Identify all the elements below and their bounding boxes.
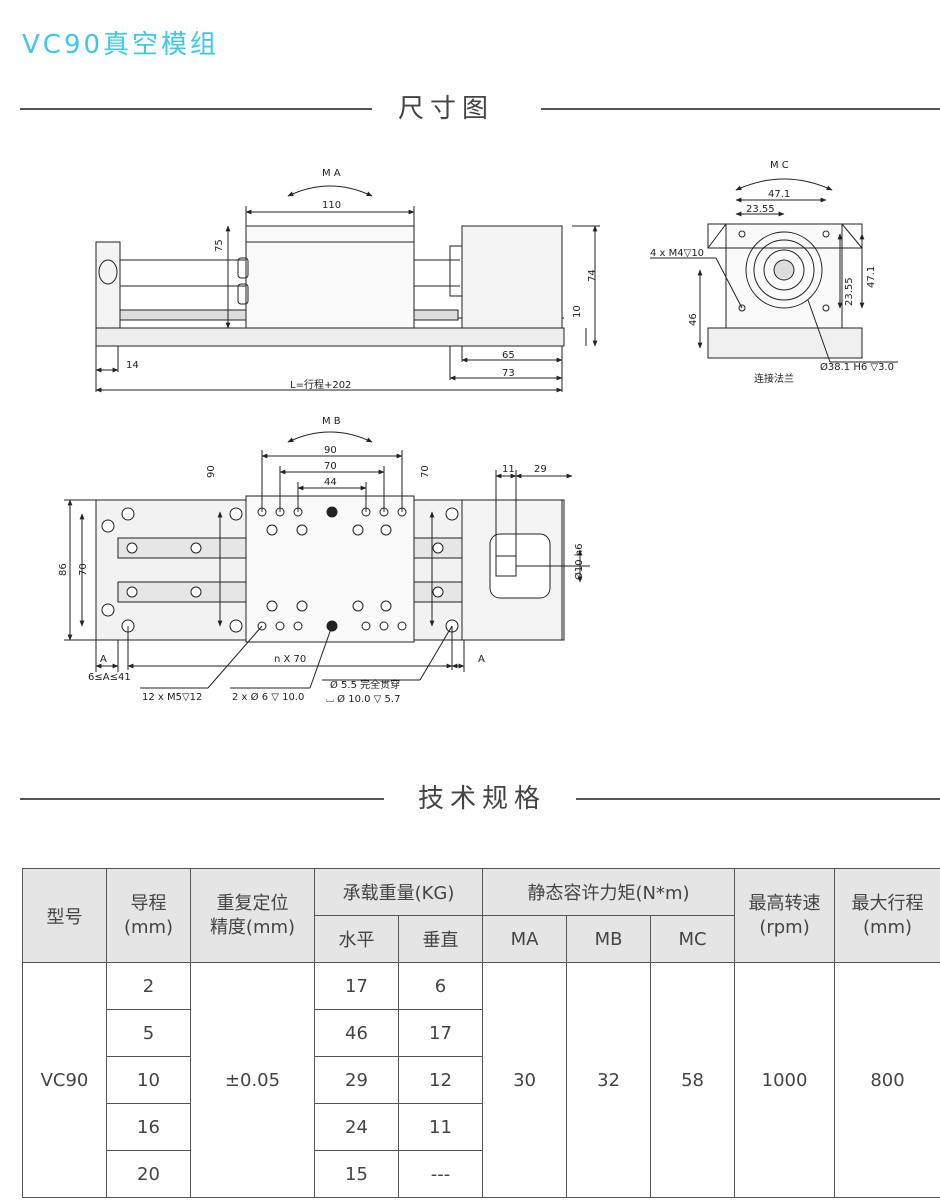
dim-23-55-top: 23.55 (746, 204, 775, 215)
section-specs-header: 技术规格 (0, 778, 940, 818)
divider-right (541, 108, 940, 110)
through-hole-note: Ø 5.5 完全贯穿 (330, 678, 400, 691)
cell-load-h: 29 (314, 1056, 399, 1104)
header-load-horizontal: 水平 (314, 915, 399, 963)
header-load-vertical: 垂直 (397, 915, 484, 963)
cell-stroke: 800 (834, 962, 940, 1198)
spec-table: 型号 导程 (mm) 重复定位 精度(mm) 承载重量(KG) 静态容许力矩(N… (22, 868, 940, 1198)
dim-14: 14 (126, 360, 139, 371)
header-mb: MB (566, 915, 652, 963)
table-row: 16 24 11 (23, 1103, 940, 1151)
cell-lead: 16 (106, 1103, 191, 1151)
divider-left (20, 798, 384, 800)
dim-47-1-top: 47.1 (768, 189, 790, 200)
table-row: 5 46 17 (23, 1009, 940, 1057)
label-a-right: A (478, 654, 485, 665)
cell-load-h: 24 (314, 1103, 399, 1151)
cell-lead: 10 (106, 1056, 191, 1104)
dim-70-right: 70 (420, 465, 431, 478)
dim-70-top: 70 (324, 461, 337, 472)
side-view: M A 110 75 74 10 14 65 73 L=行程+202 (95, 168, 600, 393)
section-title-dimensions: 尺寸图 (398, 94, 495, 124)
dimension-drawing: M A 110 75 74 10 14 65 73 L=行程+202 (58, 160, 898, 705)
cell-mc: 58 (650, 962, 736, 1198)
pitch-note: n X 70 (274, 654, 306, 665)
counterbore-note: ⌴ Ø 10.0 ▽ 5.7 (326, 693, 400, 705)
cell-lead: 20 (106, 1150, 191, 1198)
label-ma: M A (322, 168, 341, 179)
top-view: M B 90 70 44 90 70 86 70 11 29 Ø10 h6 A … (58, 416, 590, 705)
dim-110: 110 (322, 200, 341, 211)
header-load: 承载重量(KG) (313, 868, 484, 916)
dim-44: 44 (324, 477, 337, 488)
divider-left (20, 108, 372, 110)
dim-46: 46 (688, 313, 699, 326)
dim-10: 10 (572, 305, 583, 318)
divider-right (576, 798, 940, 800)
cell-load-v: 6 (397, 962, 484, 1010)
holes-m5-note: 12 x M5▽12 (142, 692, 202, 703)
cell-mb: 32 (566, 962, 652, 1198)
cell-load-h: 15 (314, 1150, 399, 1198)
shaft-note: Ø10 h6 (573, 544, 585, 580)
table-row: VC90 2 ±0.05 17 6 30 32 58 1000 800 (22, 962, 940, 1198)
header-stroke: 最大行程 (mm) (834, 868, 940, 963)
header-moment: 静态容许力矩(N*m) (482, 868, 736, 916)
header-mc: MC (650, 915, 736, 963)
header-precision: 重复定位 精度(mm) (190, 868, 315, 963)
dim-73: 73 (502, 368, 515, 379)
cell-lead: 5 (106, 1009, 191, 1057)
end-view: M C 47.1 23.55 4 x M4▽10 46 23.55 47.1 Ø… (650, 160, 898, 385)
cell-speed: 1000 (734, 962, 836, 1198)
dim-47-1-side: 47.1 (866, 266, 877, 288)
dim-65: 65 (502, 350, 515, 361)
cell-load-v: 17 (397, 1009, 484, 1057)
flange-label: 连接法兰 (754, 372, 794, 385)
label-mc: M C (770, 160, 789, 171)
table-row: 20 15 --- (23, 1150, 940, 1198)
dim-74: 74 (587, 269, 598, 282)
dim-90-top: 90 (324, 445, 337, 456)
cell-precision: ±0.05 (190, 962, 315, 1198)
page-title: VC90真空模组 (22, 30, 220, 60)
table-row: 10 29 12 (23, 1056, 940, 1104)
dim-90-left: 90 (206, 465, 217, 478)
dim-23-55-side: 23.55 (844, 277, 855, 306)
bore-note: Ø38.1 H6 ▽3.0 (820, 361, 894, 373)
cell-lead: 2 (106, 962, 191, 1010)
dim-75: 75 (214, 239, 225, 252)
cell-ma: 30 (482, 962, 568, 1198)
cell-load-v: 12 (397, 1056, 484, 1104)
pin-holes-note: 2 x Ø 6 ▽ 10.0 (232, 691, 304, 703)
thread-note: 4 x M4▽10 (650, 248, 704, 259)
cell-load-h: 17 (314, 962, 399, 1010)
header-lead: 导程 (mm) (106, 868, 191, 963)
dim-70-side: 70 (78, 563, 89, 576)
label-mb: M B (322, 416, 341, 427)
header-speed: 最高转速 (rpm) (734, 868, 836, 963)
header-model: 型号 (22, 868, 107, 963)
range-note: 6≤A≤41 (88, 672, 131, 683)
cell-load-v: 11 (397, 1103, 484, 1151)
dim-86: 86 (58, 563, 69, 576)
dim-29: 29 (534, 464, 547, 475)
section-dimensions-header: 尺寸图 (0, 88, 940, 128)
section-title-specs: 技术规格 (418, 784, 547, 814)
dim-11: 11 (502, 464, 515, 475)
header-ma: MA (482, 915, 568, 963)
cell-model: VC90 (22, 962, 107, 1198)
cell-load-v: --- (397, 1150, 484, 1198)
cell-load-h: 46 (314, 1009, 399, 1057)
dim-total-length: L=行程+202 (290, 378, 351, 391)
label-a-left: A (100, 654, 107, 665)
